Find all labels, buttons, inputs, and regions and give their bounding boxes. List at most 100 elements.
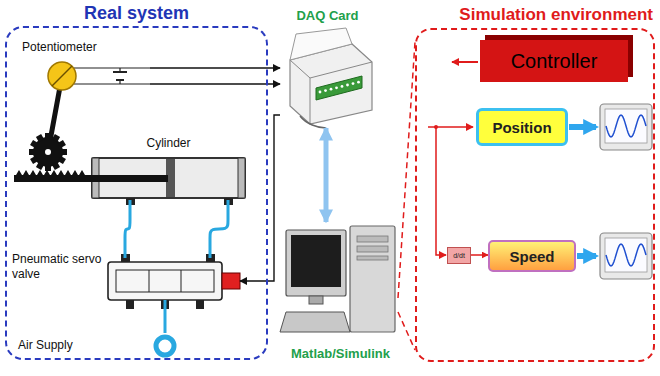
cylinder: Cylinder: [92, 136, 245, 200]
node-label: d/dt: [453, 252, 465, 259]
potentiometer-circuit: [119, 68, 120, 84]
daq-card-picture: [290, 28, 372, 128]
daq-card-picture: [290, 28, 352, 60]
scope-display: [600, 104, 652, 150]
potentiometer: Potentiometer: [22, 40, 150, 95]
node-label: Cylinder: [92, 136, 245, 150]
connector: [150, 67, 280, 68]
connector: [240, 115, 280, 281]
scope-display: [606, 115, 646, 137]
computer-picture: [291, 235, 341, 287]
rack-teeth: [51, 170, 57, 175]
daq-card-picture: [335, 86, 338, 89]
gear-wheel: [58, 156, 66, 164]
connector: [210, 200, 228, 258]
servo-valve: [116, 270, 214, 292]
node-label: Air Supply: [18, 333, 178, 358]
daq-card-picture: [310, 78, 311, 124]
air-supply-ring: [156, 337, 174, 355]
connector: [324, 128, 329, 222]
gear-wheel: [30, 156, 38, 164]
potentiometer-circuit: [74, 68, 150, 84]
node-label: Real system: [7, 3, 266, 24]
rack-teeth: [58, 170, 64, 175]
scope-arrow: [577, 253, 596, 259]
daq-card-picture: [319, 81, 360, 94]
rack-teeth: [79, 170, 85, 175]
rack-teeth: [37, 170, 43, 175]
computer-picture: [357, 256, 388, 260]
signal-bus: [428, 127, 473, 255]
connector: [125, 200, 130, 258]
gear-wheel: [29, 149, 35, 155]
daq-card-picture: [341, 85, 344, 88]
daq-card-picture: [352, 82, 355, 85]
node-label: Pneumatic servo valve: [12, 252, 104, 282]
computer-picture: [286, 230, 346, 296]
node-label: Speed: [509, 248, 554, 265]
rack-teeth: [16, 170, 85, 175]
simulation-region: Simulation environmentControllerPosition…: [415, 28, 655, 362]
gear-wheel: [36, 162, 44, 170]
scope-arrow: [569, 124, 596, 130]
daq-card-picture: [324, 89, 327, 92]
connector: [150, 83, 280, 84]
daq-card-picture: [290, 60, 372, 78]
system-region: Real systemPotentiometerCylinderPneumati…: [5, 26, 268, 360]
servo-valve: [149, 270, 181, 292]
node-label: Controller: [511, 50, 598, 73]
speed-block: Speed: [488, 240, 576, 272]
connector: [471, 254, 488, 256]
air-supply-ring: [156, 337, 174, 355]
gear-wheel: [45, 165, 51, 171]
daq-card-picture: [300, 116, 326, 128]
computer-picture: [280, 312, 350, 332]
node-label: DAQ Card: [280, 8, 375, 24]
connector: [398, 312, 415, 350]
rack-teeth: [23, 170, 29, 175]
gear-wheel: [36, 134, 44, 142]
potentiometer-circuit: [113, 71, 127, 73]
servo-valve: [108, 262, 222, 300]
daq-card-picture: [357, 81, 360, 84]
rack-teeth: [65, 170, 71, 175]
computer-picture: [357, 246, 388, 252]
daq-card-picture: [330, 88, 333, 91]
daq-card-picture: [316, 76, 362, 100]
potentiometer-circuit: [74, 83, 150, 84]
daq-card: DAQ Card: [280, 8, 375, 128]
computer-picture: [280, 226, 395, 332]
daq-card-picture: [319, 91, 322, 94]
computer: Matlab/Simulink: [283, 222, 398, 362]
potentiometer-circuit: [116, 79, 124, 81]
controller-block: Controller: [480, 40, 628, 82]
position-block: Position: [476, 108, 568, 146]
derivative-block: d/dt: [447, 247, 471, 264]
gear-wheel: [52, 134, 60, 142]
gear-wheel: [33, 137, 63, 167]
signal-bus: [436, 127, 446, 255]
servo-valve: [108, 254, 240, 309]
gear-wheel: [61, 149, 67, 155]
gear-wheel: [52, 162, 60, 170]
gear-wheel: [58, 140, 66, 148]
cylinder-body: [238, 158, 245, 198]
node-label: Matlab/Simulink: [291, 346, 390, 362]
scope-display: [600, 233, 652, 279]
scope-display: [606, 244, 646, 266]
controller-output-arrow: [452, 61, 478, 63]
servo-valve: Pneumatic servo valve: [108, 258, 240, 300]
node-label: Position: [492, 119, 551, 136]
node-label: Simulation environment: [459, 5, 653, 25]
node-label: Potentiometer: [22, 40, 150, 54]
connector: [398, 42, 415, 298]
computer-picture: [350, 226, 395, 332]
rack-teeth: [72, 170, 78, 175]
daq-card-picture: [346, 84, 349, 87]
potentiometer-symbol: [52, 66, 72, 86]
connector: [164, 300, 167, 333]
gear-wheel: [29, 133, 67, 171]
scope-display: [600, 233, 652, 279]
